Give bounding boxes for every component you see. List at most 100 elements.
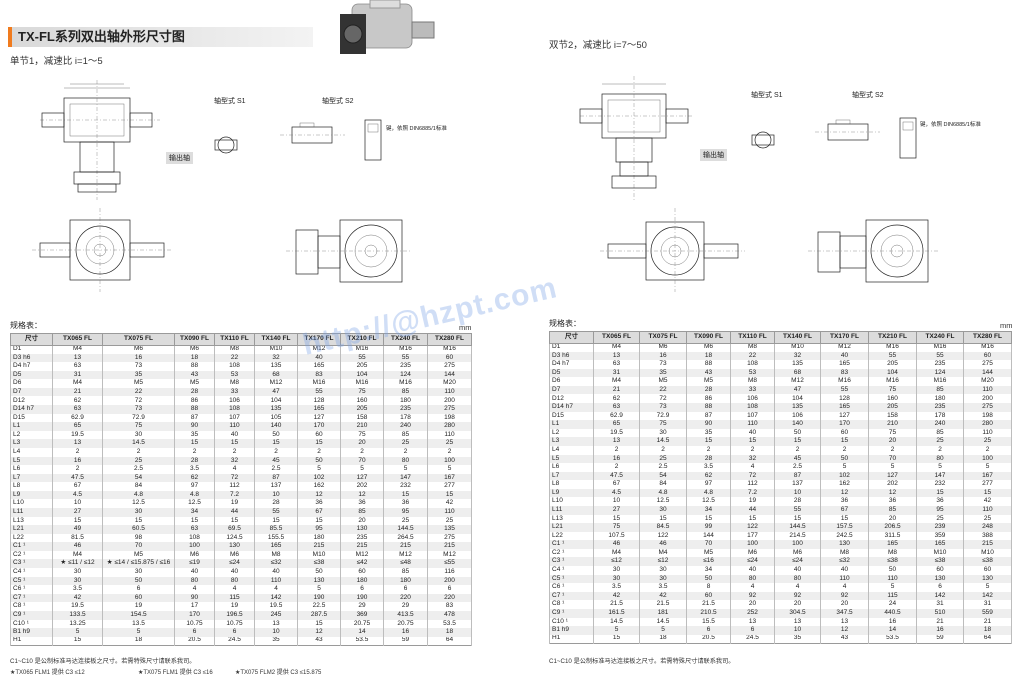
table-cell: 108 bbox=[730, 360, 775, 369]
table-cell: 106 bbox=[214, 396, 255, 406]
table-cell: 53 bbox=[214, 370, 255, 380]
table-cell: 100 bbox=[174, 542, 215, 551]
table-cell: ≤19 bbox=[174, 559, 215, 569]
table-cell: 165 bbox=[820, 360, 869, 369]
table-cell: 72 bbox=[102, 396, 175, 406]
table-cell: 205 bbox=[340, 362, 384, 371]
table-cell: 277 bbox=[963, 480, 1012, 489]
table-cell: 42 bbox=[593, 591, 640, 601]
table-cell: 60 bbox=[916, 566, 964, 575]
table-cell: M4 bbox=[593, 343, 640, 352]
table-cell: M10 bbox=[297, 550, 341, 560]
table-cell: 135 bbox=[254, 362, 298, 371]
table-cell: 15 bbox=[254, 439, 298, 448]
table-cell: 100 bbox=[774, 540, 821, 549]
table-cell: 15 bbox=[593, 514, 640, 524]
table-cell: ★ ≤11 / ≤12 bbox=[52, 559, 103, 569]
row-label: C10 ¹ bbox=[549, 617, 594, 627]
table-cell: 6 bbox=[427, 585, 472, 594]
table-cell: 122 bbox=[639, 531, 687, 541]
table-cell: 72.9 bbox=[102, 413, 175, 423]
table-cell: M12 bbox=[383, 550, 428, 560]
table-row: C3 ¹★ ≤11 / ≤12★ ≤14 / ≤15.875 / ≤16≤19≤… bbox=[10, 559, 472, 569]
table-cell: 214.5 bbox=[774, 531, 821, 541]
table-cell: 4.8 bbox=[686, 488, 731, 498]
table-cell: M16 bbox=[916, 343, 964, 352]
table-cell: 53 bbox=[730, 368, 775, 378]
table-cell: 84 bbox=[639, 480, 687, 489]
table-cell: 80 bbox=[730, 574, 775, 584]
table-cell: 25 bbox=[427, 439, 472, 448]
table-cell: 6 bbox=[730, 626, 775, 635]
row-label: L8 bbox=[10, 482, 53, 491]
table-cell: 85.5 bbox=[254, 525, 298, 534]
table-cell: 28 bbox=[174, 387, 215, 397]
table-cell: 27 bbox=[52, 507, 103, 517]
table-cell: 3.5 bbox=[593, 583, 640, 592]
table-cell: M4 bbox=[593, 548, 640, 558]
table-cell: M16 bbox=[868, 377, 917, 386]
table-cell: 15 bbox=[297, 619, 341, 629]
table-cell: M5 bbox=[102, 379, 175, 388]
table-cell: 83 bbox=[297, 370, 341, 380]
right-shaft-views bbox=[751, 117, 917, 159]
table-cell: 2 bbox=[52, 447, 103, 457]
table-cell: 2 bbox=[686, 445, 731, 455]
table-cell: 388 bbox=[963, 531, 1012, 541]
table-cell: 22 bbox=[730, 351, 775, 361]
table-cell: 110 bbox=[254, 576, 298, 586]
table-cell: M8 bbox=[214, 379, 255, 388]
table-cell: 34 bbox=[686, 566, 731, 575]
table-cell: 206.5 bbox=[868, 523, 917, 532]
table-cell: 15 bbox=[963, 488, 1012, 498]
table-cell: 5 bbox=[639, 626, 687, 635]
row-label: C9 ¹ bbox=[10, 610, 53, 620]
row-label: L10 bbox=[10, 499, 53, 508]
table-cell: 2 bbox=[340, 447, 384, 457]
row-label: L5 bbox=[10, 456, 53, 466]
table-cell: M8 bbox=[820, 548, 869, 558]
table-cell: 21.5 bbox=[686, 600, 731, 609]
table-cell: 55 bbox=[774, 505, 821, 515]
column-header: TX140 FL bbox=[774, 331, 821, 344]
table-cell: 55 bbox=[383, 353, 428, 363]
table-cell: M5 bbox=[686, 548, 731, 558]
table-cell: 127 bbox=[340, 473, 384, 483]
table-cell: 60.5 bbox=[102, 525, 175, 534]
table-cell: 154.5 bbox=[102, 610, 175, 620]
table-cell: 190 bbox=[297, 593, 341, 603]
table-cell: 28 bbox=[254, 499, 298, 508]
table-cell: M6 bbox=[102, 345, 175, 354]
table-cell: M4 bbox=[639, 548, 687, 558]
table-cell: 277 bbox=[427, 482, 472, 491]
table-cell: 20.75 bbox=[383, 619, 428, 629]
table-cell: 6 bbox=[916, 583, 964, 592]
table-cell: 84 bbox=[102, 482, 175, 491]
table-cell: 220 bbox=[383, 593, 428, 603]
table-cell: 240 bbox=[916, 420, 964, 429]
table-cell: 32 bbox=[774, 351, 821, 361]
row-label: C7 ¹ bbox=[549, 591, 594, 601]
table-cell: ≤38 bbox=[916, 557, 964, 567]
table-cell: 12.5 bbox=[102, 499, 175, 508]
table-cell: 15 bbox=[593, 634, 640, 644]
table-cell: 67 bbox=[297, 507, 341, 517]
table-cell: 135 bbox=[254, 405, 298, 414]
table-cell: 6 bbox=[340, 585, 384, 594]
table-cell: 30 bbox=[639, 428, 687, 438]
table-cell: 147 bbox=[916, 471, 964, 481]
table-cell: ≤12 bbox=[639, 557, 687, 567]
